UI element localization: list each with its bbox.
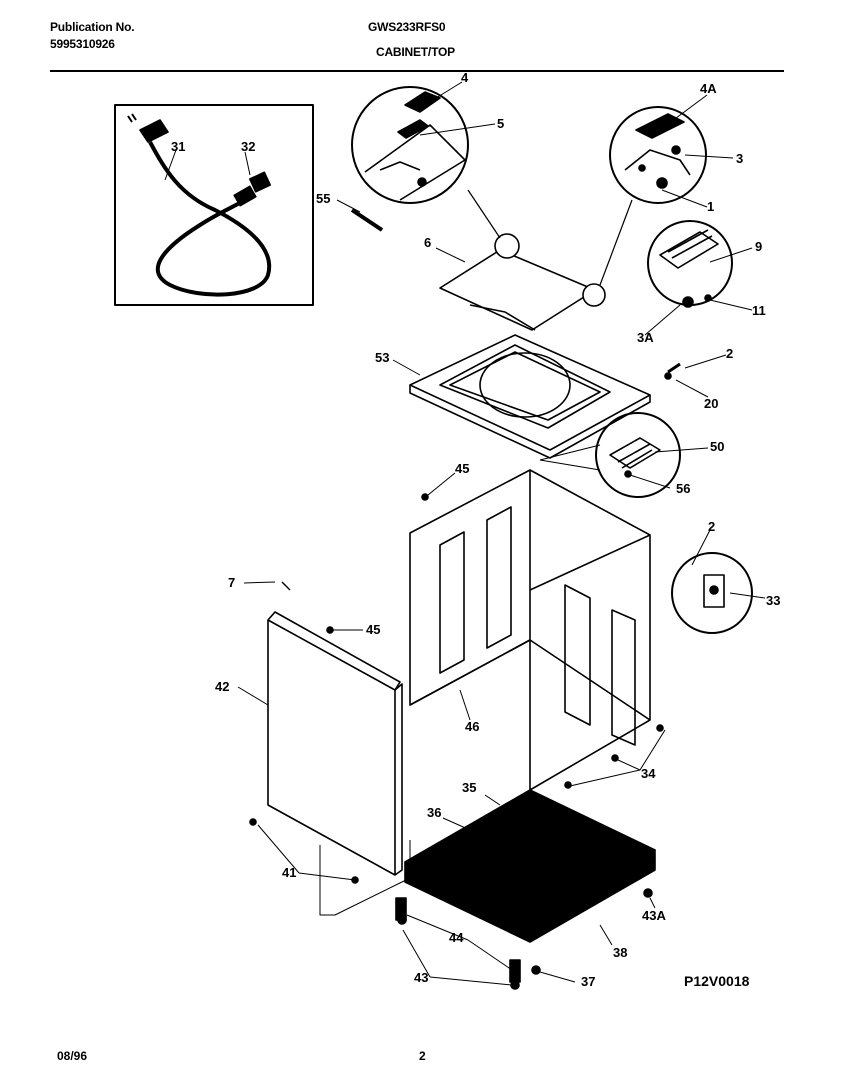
callout-1: 1	[707, 199, 714, 214]
callout-43: 43	[414, 970, 428, 985]
power-cord-inset	[114, 104, 314, 306]
section-title: CABINET/TOP	[376, 45, 455, 59]
front-panel	[267, 611, 403, 876]
callout-35: 35	[462, 780, 476, 795]
callout-7: 7	[228, 575, 235, 590]
callout-2-side: 2	[708, 519, 715, 534]
callout-43a: 43A	[642, 908, 666, 923]
callout-36: 36	[427, 805, 441, 820]
footer-page: 2	[419, 1049, 426, 1063]
cabinet	[409, 469, 651, 791]
callout-42: 42	[215, 679, 229, 694]
bracket-detail-circle	[595, 412, 681, 498]
callout-3: 3	[736, 151, 743, 166]
callout-45-front: 45	[366, 622, 380, 637]
callout-31: 31	[171, 139, 185, 154]
top-panel	[409, 334, 651, 459]
hinge-detail-circle	[351, 86, 469, 204]
latch-detail-circle	[609, 106, 707, 204]
callout-32: 32	[241, 139, 255, 154]
motor-bracket-detail-circle	[671, 552, 753, 634]
lid-switch-detail-circle	[647, 220, 733, 308]
callout-2-top: 2	[726, 346, 733, 361]
callout-46: 46	[465, 719, 479, 734]
model-number: GWS233RFS0	[368, 20, 446, 34]
callout-20: 20	[704, 396, 718, 411]
leveling-legs	[395, 888, 653, 990]
callout-9: 9	[755, 239, 762, 254]
callout-3a: 3A	[637, 330, 654, 345]
base-frame	[404, 789, 656, 943]
callout-55: 55	[316, 191, 330, 206]
callout-11: 11	[752, 303, 766, 318]
callout-45-top: 45	[455, 461, 469, 476]
callout-4a: 4A	[700, 81, 717, 96]
callout-33: 33	[766, 593, 780, 608]
callout-37: 37	[581, 974, 595, 989]
publication-number: 5995310926	[50, 37, 115, 51]
callout-41: 41	[282, 865, 296, 880]
diagram-code: P12V0018	[684, 973, 750, 989]
callout-53: 53	[375, 350, 389, 365]
header-rule	[50, 70, 784, 72]
callout-50: 50	[710, 439, 724, 454]
callout-56: 56	[676, 481, 690, 496]
hinge-pin	[350, 208, 384, 232]
footer-date: 08/96	[57, 1049, 88, 1063]
callout-34: 34	[641, 766, 656, 781]
callout-6: 6	[424, 235, 431, 250]
callout-44: 44	[449, 930, 464, 945]
callout-38: 38	[613, 945, 627, 960]
publication-label: Publication No.	[50, 20, 135, 34]
lid	[439, 249, 596, 331]
callout-5: 5	[497, 116, 504, 131]
callout-4: 4	[461, 70, 469, 85]
